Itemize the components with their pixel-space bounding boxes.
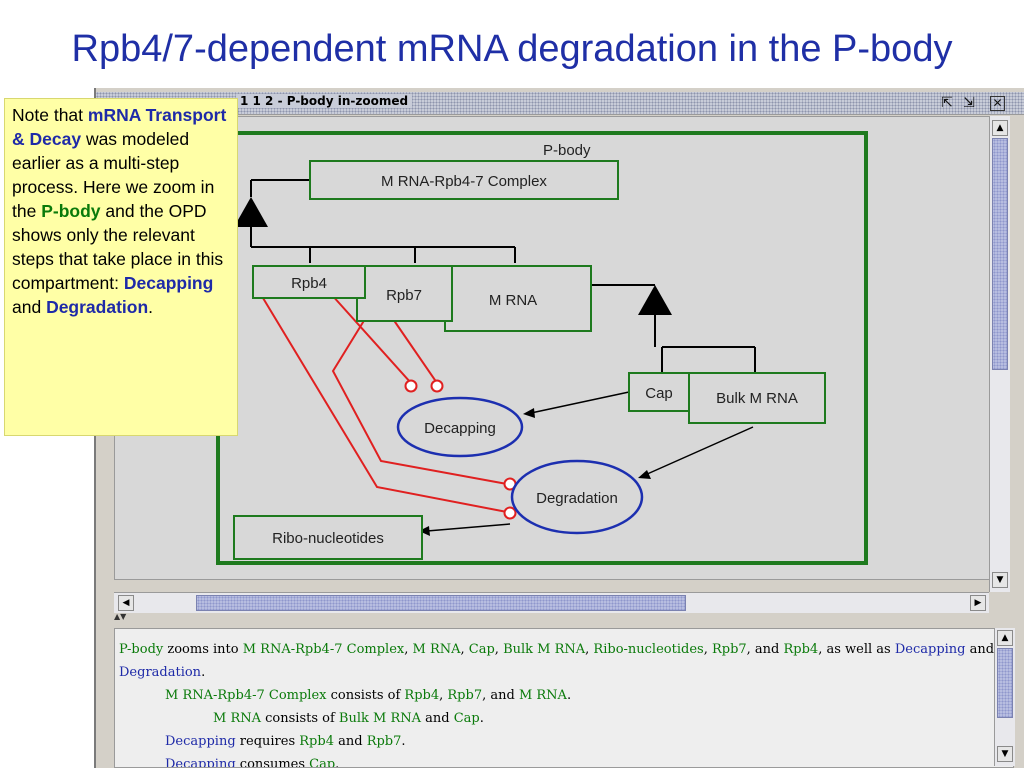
vertical-scroll-thumb[interactable] [992,138,1008,370]
agent-circle [404,379,418,393]
complex-object[interactable] [309,160,619,200]
scroll-up-icon[interactable]: ▲ [992,120,1008,136]
splitter-arrows-icon[interactable]: ▲▼ [114,612,127,621]
close-icon[interactable]: ✕ [990,96,1005,111]
opl-line: M RNA consists of Bulk M RNA and Cap. [213,711,484,726]
scroll-left-icon[interactable]: ◀ [118,595,134,611]
agent-circle [503,506,517,520]
opl-vertical-scrollbar[interactable]: ▲ ▼ [994,628,1015,766]
decapping-label: Decapping [424,420,496,437]
rpb7-label: Rpb7 [386,287,422,304]
maximize-icon[interactable]: ⇲ [963,95,975,111]
aggregation-triangle [234,197,268,227]
ribo-object[interactable] [233,515,423,560]
ribo-label: Ribo-nucleotides [272,530,384,547]
note-callout: Note that mRNA Transport & Decay was mod… [4,98,238,436]
diagram-horizontal-scrollbar[interactable]: ◀ ▶ [114,592,989,613]
note-highlight-pbody: P-body [41,201,101,221]
note-highlight-degradation: Degradation [46,297,149,317]
rpb7-object[interactable] [356,265,453,322]
opl-line: P-body zooms into M RNA-Rpb4-7 Complex, … [119,642,995,657]
opl-line: Degradation. [119,665,206,680]
cap-object[interactable] [628,372,690,412]
aggregation-triangle-mrna [638,285,672,315]
opd-diagram: P-body [216,131,868,565]
degradation-process[interactable] [510,459,644,535]
diagram-canvas[interactable]: P-body [114,116,991,580]
opl-line: M RNA-Rpb4-7 Complex consists of Rpb4, R… [165,688,572,703]
scroll-down-icon[interactable]: ▼ [992,572,1008,588]
bulk-mrna-label: Bulk M RNA [716,390,798,407]
complex-label: M RNA-Rpb4-7 Complex [381,173,547,190]
cap-label: Cap [645,385,673,402]
opl-scroll-up-icon[interactable]: ▲ [997,630,1013,646]
opl-scroll-down-icon[interactable]: ▼ [997,746,1013,762]
diagram-vertical-scrollbar[interactable]: ▲ ▼ [989,116,1010,592]
rpb4-label: Rpb4 [291,275,327,292]
opl-line: Decapping consumes Cap. [165,757,340,768]
restore-icon[interactable]: ⇱ [941,95,953,111]
horizontal-scroll-thumb[interactable] [196,595,686,611]
opl-line: Decapping requires Rpb4 and Rpb7. [165,734,406,749]
note-highlight-mrna-transport: mRNA Transport & Decay [12,105,227,149]
slide-title: Rpb4/7-dependent mRNA degradation in the… [71,28,953,70]
mrna-label: M RNA [489,292,537,309]
rpb4-object[interactable] [252,265,366,299]
window-title: 1 1 2 - P-body in-zoomed [236,94,413,108]
decapping-process[interactable] [396,396,524,458]
opm-diagram-window: 1 1 2 - P-body in-zoomed ⇱ ⇲ ✕ P-body [94,88,1024,768]
agent-circle [430,379,444,393]
mrna-object[interactable] [444,265,592,332]
opl-text-pane[interactable]: P-body zooms into M RNA-Rpb4-7 Complex, … [114,628,1014,768]
pbody-label: P-body [543,142,591,159]
window-titlebar[interactable]: 1 1 2 - P-body in-zoomed ⇱ ⇲ ✕ [96,92,1024,115]
opl-scroll-thumb[interactable] [997,648,1013,718]
agent-links [262,293,508,513]
note-highlight-decapping: Decapping [123,273,214,293]
pane-splitter[interactable]: ▲▼ [114,612,1019,623]
degradation-label: Degradation [536,490,618,507]
scroll-right-icon[interactable]: ▶ [970,595,986,611]
